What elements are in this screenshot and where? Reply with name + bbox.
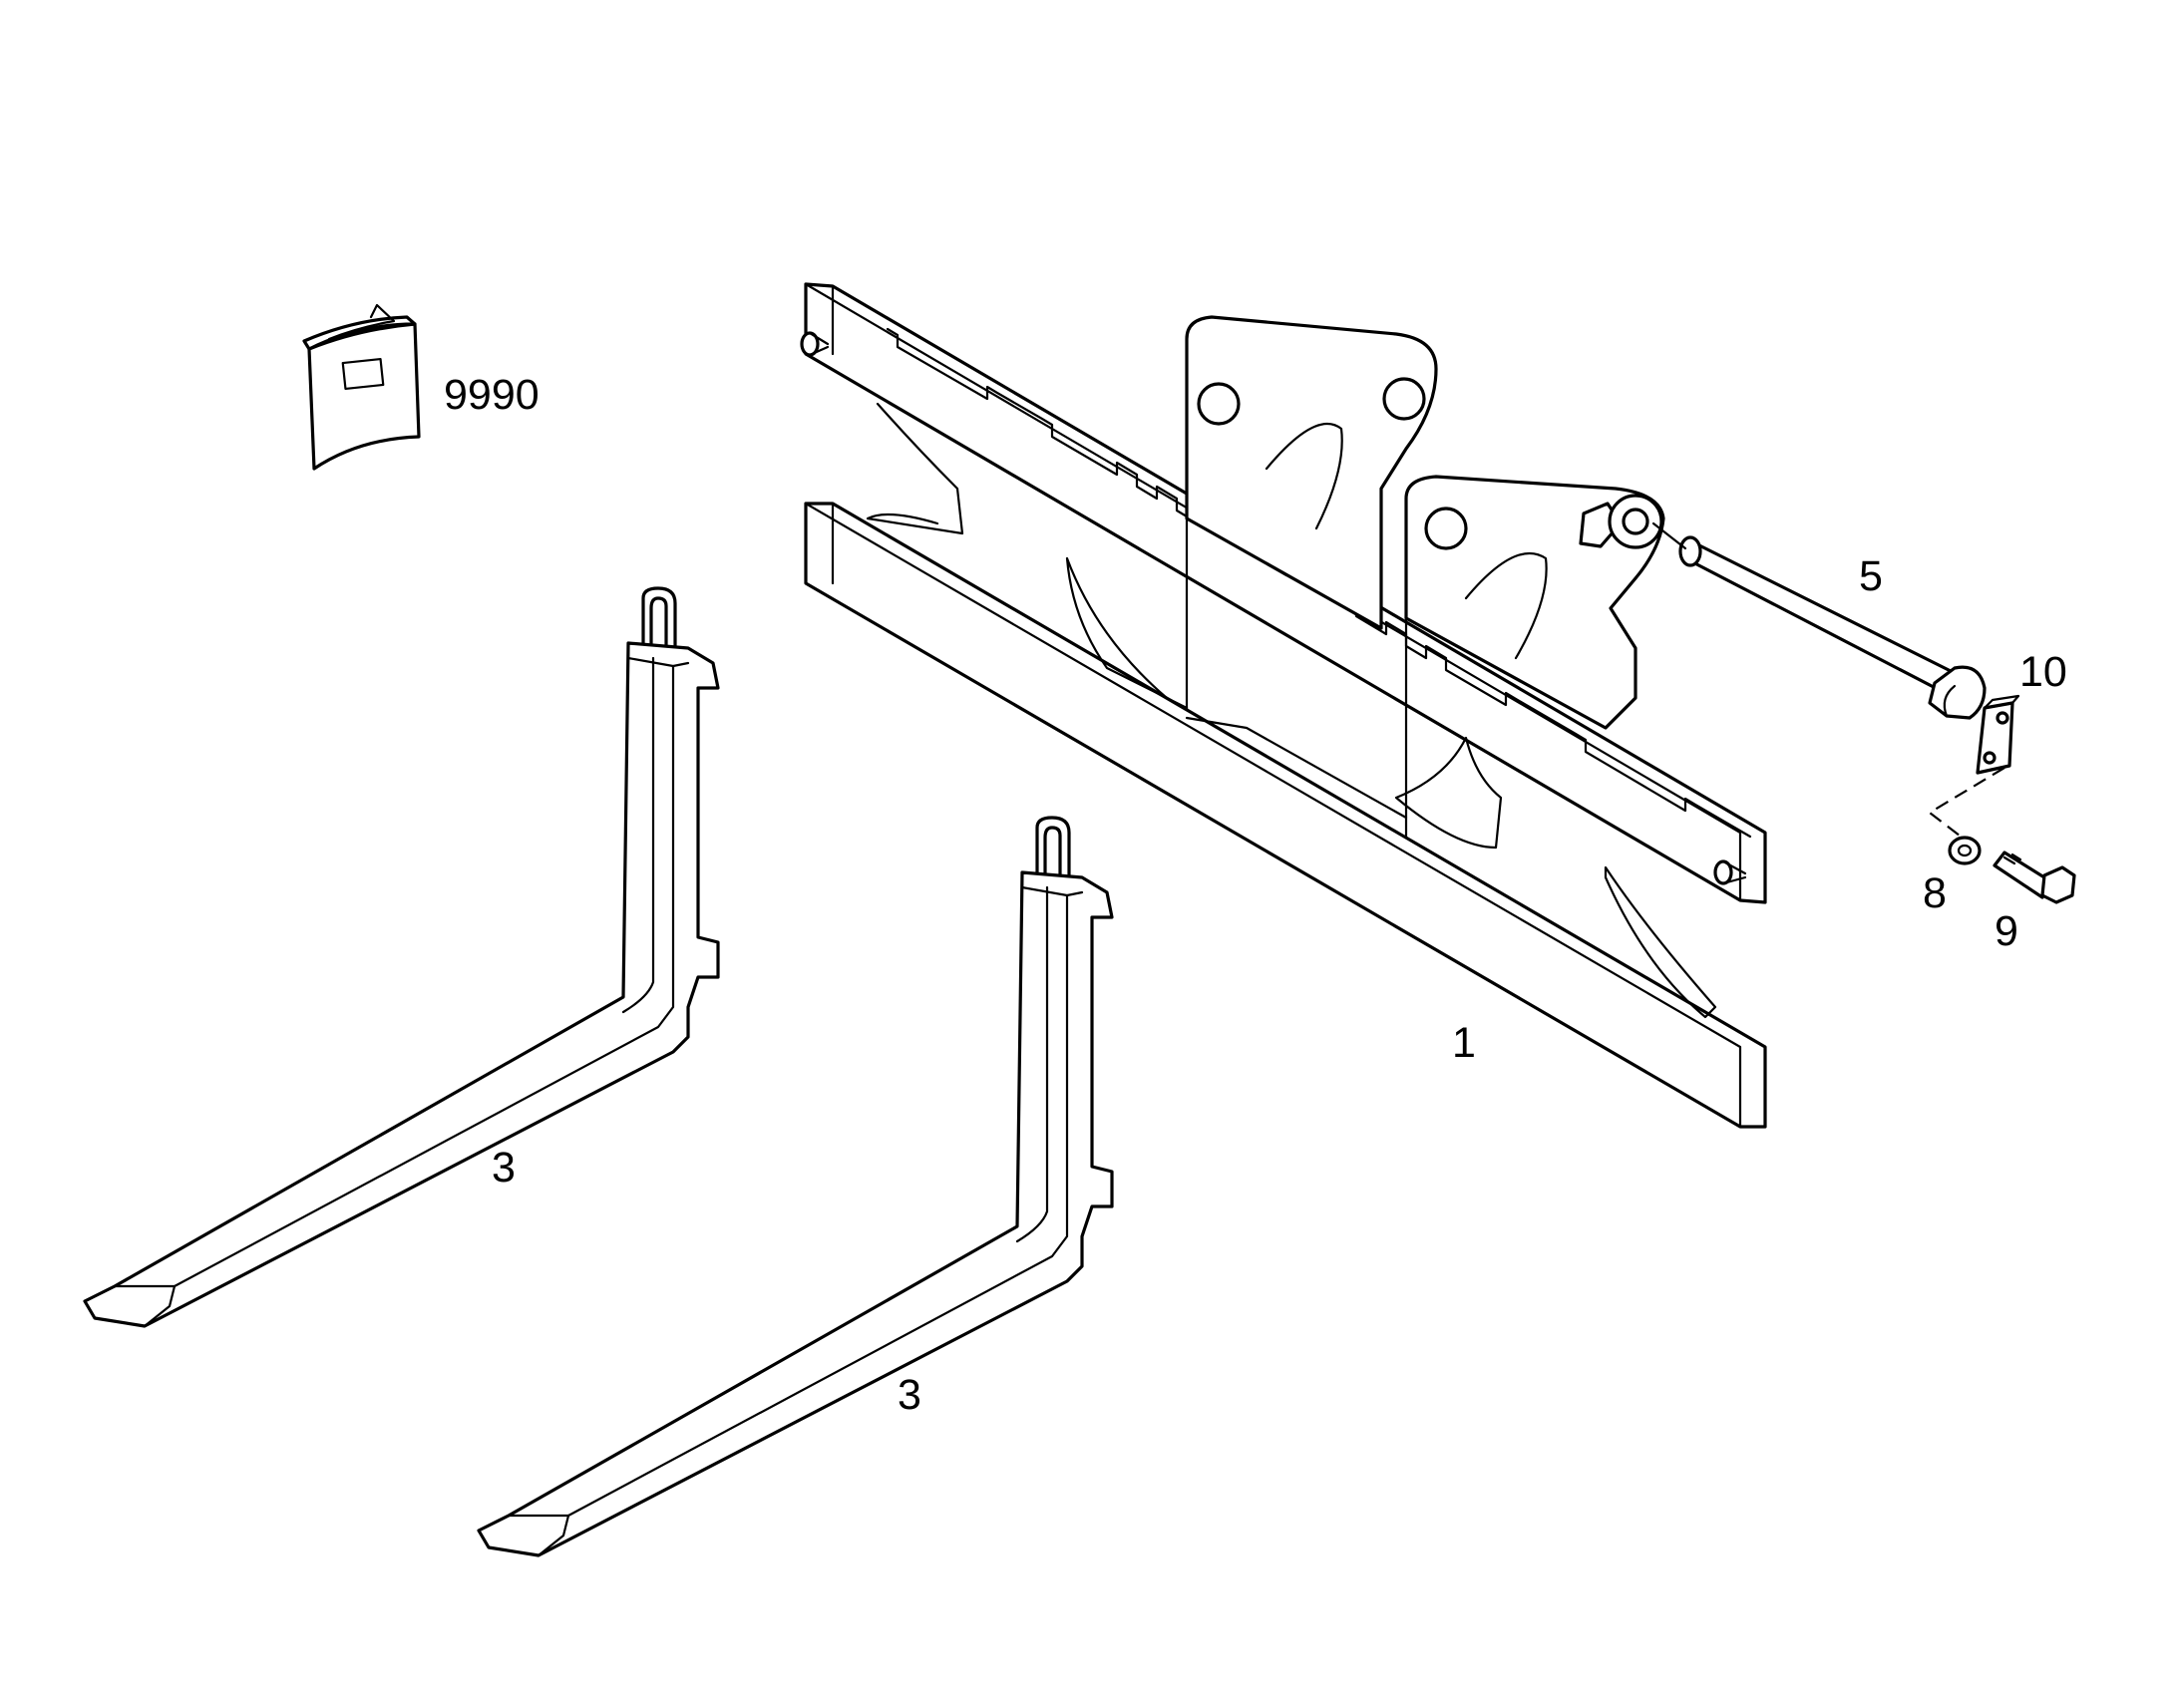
callout-10: 10 (2019, 648, 2067, 696)
lock-plate[interactable] (1976, 694, 2020, 775)
callout-3-left: 3 (492, 1144, 516, 1192)
assembly-dash-line (1928, 767, 2005, 837)
pivot-pin[interactable] (1678, 535, 1987, 720)
callout-9990: 9990 (444, 371, 540, 419)
fork-carriage[interactable] (800, 282, 1767, 1129)
callout-1: 1 (1452, 1019, 1476, 1067)
callout-3-right: 3 (898, 1371, 921, 1419)
washer[interactable] (1948, 836, 1982, 865)
manual-booklet-icon[interactable] (302, 303, 421, 471)
callout-8: 8 (1923, 869, 1947, 917)
bolt[interactable] (1993, 851, 2076, 904)
callout-5: 5 (1859, 552, 1883, 600)
callout-9: 9 (1995, 907, 2018, 955)
fork-right[interactable] (477, 816, 1114, 1557)
fork-left[interactable] (83, 586, 720, 1328)
pin-leader-line (1651, 521, 1687, 550)
